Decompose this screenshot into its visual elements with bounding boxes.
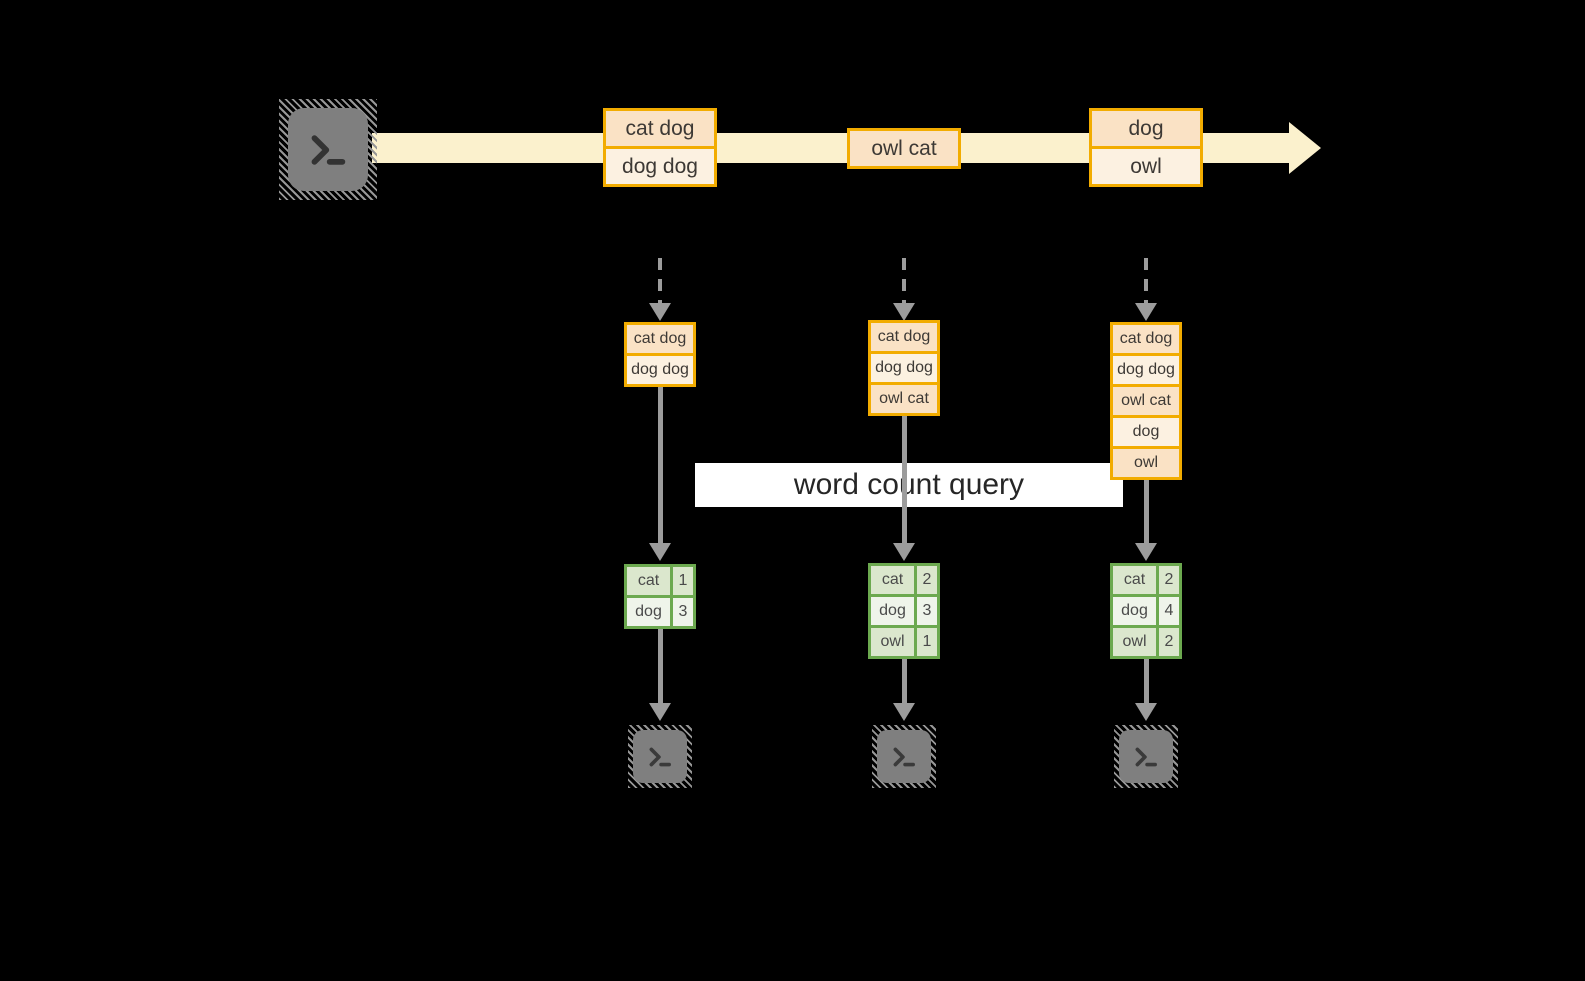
terminal-icon-body xyxy=(633,730,687,783)
arrow-counts-to-sink-2 xyxy=(902,658,907,703)
record: dog dog xyxy=(1113,356,1179,384)
record: owl cat xyxy=(850,131,958,166)
dashed-arrowhead-2 xyxy=(893,303,915,321)
count-table-2: cat 2 dog 3 owl 1 xyxy=(868,563,940,659)
arrow-state-to-counts-1 xyxy=(658,387,663,543)
arrowhead-sink-1 xyxy=(649,703,671,721)
count: 3 xyxy=(673,598,693,626)
record: owl cat xyxy=(871,385,937,413)
arrowhead-3 xyxy=(1135,543,1157,561)
sink-terminal-icon-2 xyxy=(872,725,936,788)
dashed-arrow-1 xyxy=(658,258,662,304)
arrowhead-sink-2 xyxy=(893,703,915,721)
count: 1 xyxy=(673,567,693,595)
word: dog xyxy=(871,597,914,625)
state-box-3: cat dog dog dog owl cat dog owl xyxy=(1110,322,1182,480)
source-terminal-icon xyxy=(279,99,377,200)
count: 2 xyxy=(1159,566,1179,594)
arrow-state-to-counts-3 xyxy=(1144,480,1149,543)
word: dog xyxy=(627,598,670,626)
stream-arrowhead xyxy=(1289,122,1321,174)
word: cat xyxy=(1113,566,1156,594)
word: dog xyxy=(1113,597,1156,625)
terminal-icon-body xyxy=(288,108,368,191)
dashed-arrowhead-1 xyxy=(649,303,671,321)
count: 4 xyxy=(1159,597,1179,625)
terminal-icon-body xyxy=(877,730,931,783)
count-table-3: cat 2 dog 4 owl 2 xyxy=(1110,563,1182,659)
record: owl xyxy=(1113,449,1179,477)
record: owl xyxy=(1092,149,1200,184)
terminal-prompt-glyph xyxy=(893,747,915,766)
terminal-prompt-glyph xyxy=(311,134,346,165)
record: cat dog xyxy=(606,111,714,146)
word: cat xyxy=(871,566,914,594)
word: owl xyxy=(1113,628,1156,656)
state-box-2: cat dog dog dog owl cat xyxy=(868,320,940,416)
sink-terminal-icon-1 xyxy=(628,725,692,788)
record: owl cat xyxy=(1113,387,1179,415)
record: dog xyxy=(1092,111,1200,146)
dashed-arrowhead-3 xyxy=(1135,303,1157,321)
arrowhead-sink-3 xyxy=(1135,703,1157,721)
record: dog dog xyxy=(871,354,937,382)
terminal-prompt-glyph xyxy=(649,747,671,766)
record: dog dog xyxy=(627,356,693,384)
dashed-arrow-2 xyxy=(902,258,906,304)
record: cat dog xyxy=(627,325,693,353)
count: 2 xyxy=(1159,628,1179,656)
stream-batch-3: dog owl xyxy=(1089,108,1203,187)
count: 2 xyxy=(917,566,937,594)
terminal-icon-body xyxy=(1119,730,1173,783)
record: cat dog xyxy=(1113,325,1179,353)
record: dog xyxy=(1113,418,1179,446)
word: owl xyxy=(871,628,914,656)
query-label: word count query xyxy=(695,463,1123,507)
arrow-state-to-counts-2 xyxy=(902,416,907,543)
record: cat dog xyxy=(871,323,937,351)
arrow-counts-to-sink-1 xyxy=(658,628,663,703)
record: dog dog xyxy=(606,149,714,184)
arrowhead-1 xyxy=(649,543,671,561)
stream-batch-2: owl cat xyxy=(847,128,961,169)
count: 3 xyxy=(917,597,937,625)
stream-batch-1: cat dog dog dog xyxy=(603,108,717,187)
arrow-counts-to-sink-3 xyxy=(1144,658,1149,703)
word: cat xyxy=(627,567,670,595)
sink-terminal-icon-3 xyxy=(1114,725,1178,788)
terminal-prompt-glyph xyxy=(1135,747,1157,766)
arrowhead-2 xyxy=(893,543,915,561)
dashed-arrow-3 xyxy=(1144,258,1148,304)
count: 1 xyxy=(917,628,937,656)
count-table-1: cat 1 dog 3 xyxy=(624,564,696,629)
state-box-1: cat dog dog dog xyxy=(624,322,696,387)
